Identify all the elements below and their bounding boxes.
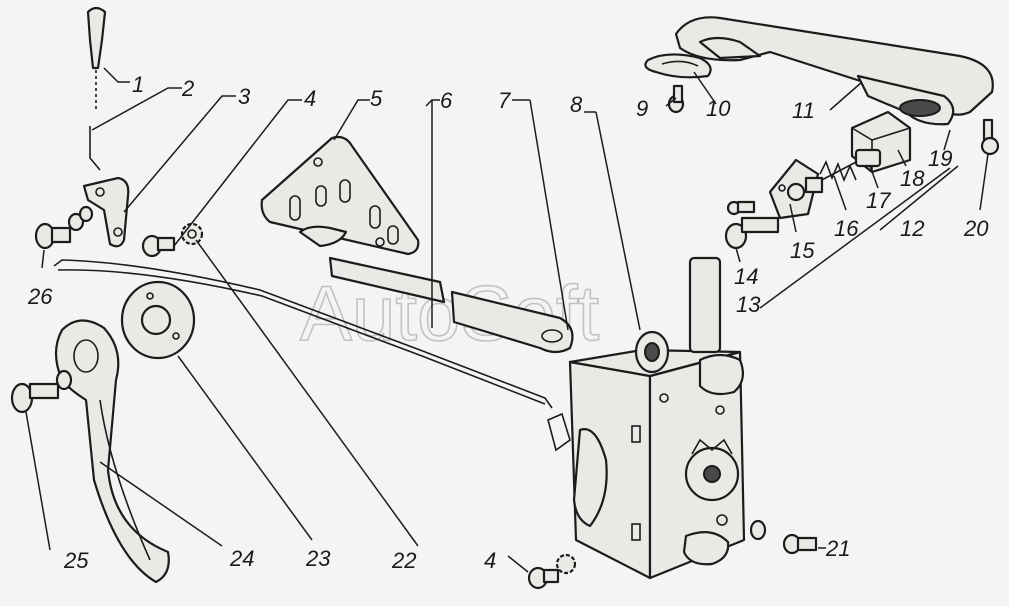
part-mounting-plate [260, 135, 420, 256]
part-push-button-bracket [768, 158, 824, 220]
callout-22: 22 [391, 548, 416, 573]
part-screw-4-upper [141, 234, 176, 258]
callout-labels: 1 2 3 4 5 6 7 8 9 10 11 12 13 14 15 16 1… [27, 72, 989, 573]
part-screw-21 [782, 533, 818, 555]
callout-20: 20 [963, 216, 989, 241]
callout-10: 10 [706, 96, 731, 121]
part-handle-screw [10, 369, 73, 414]
callout-12: 12 [900, 216, 924, 241]
part-roller [634, 330, 670, 374]
callout-3: 3 [238, 84, 251, 109]
callout-21: 21 [825, 536, 850, 561]
callout-25: 25 [63, 548, 89, 573]
callout-9: 9 [636, 96, 648, 121]
callout-16: 16 [834, 216, 859, 241]
callout-2: 2 [181, 76, 194, 101]
callout-7: 7 [498, 88, 511, 113]
part-outer-handle [674, 16, 994, 126]
callout-4-upper: 4 [304, 86, 316, 111]
callout-15: 15 [790, 238, 815, 263]
part-plunger [854, 148, 882, 168]
callout-19: 19 [928, 146, 952, 171]
part-lock-washer-23 [180, 222, 204, 246]
callout-1: 1 [132, 72, 144, 97]
callout-17: 17 [866, 188, 891, 213]
leader-lines [25, 67, 989, 573]
callout-11: 11 [792, 98, 815, 123]
callout-23: 23 [305, 546, 331, 571]
callout-4-lower: 4 [484, 548, 496, 573]
part-escutcheon-plate [120, 280, 196, 360]
part-spring [817, 159, 861, 183]
part-inner-handle [54, 319, 170, 584]
callout-13: 13 [736, 292, 761, 317]
callout-8: 8 [570, 92, 583, 117]
part-lock-rotor [682, 531, 730, 566]
callout-26: 26 [27, 284, 53, 309]
part-screw-26 [34, 205, 94, 250]
part-screw-9 [667, 84, 685, 114]
part-lock-washer-lower [555, 553, 577, 575]
callout-6: 6 [440, 88, 453, 113]
part-screw-4-lower [527, 566, 560, 590]
part-connecting-link [298, 225, 574, 354]
part-lock-knob-rod [86, 6, 107, 171]
part-washer-21 [749, 519, 767, 541]
part-gasket [644, 53, 712, 79]
part-bolt-14 [724, 216, 780, 250]
callout-24: 24 [229, 546, 254, 571]
callout-14: 14 [734, 264, 758, 289]
part-small-screw-13 [726, 200, 756, 216]
callout-18: 18 [900, 166, 925, 191]
callout-5: 5 [370, 86, 383, 111]
part-long-rod [53, 259, 553, 409]
part-screw-20 [980, 118, 1000, 156]
part-bracket [82, 176, 130, 248]
part-lock-body [547, 256, 746, 580]
